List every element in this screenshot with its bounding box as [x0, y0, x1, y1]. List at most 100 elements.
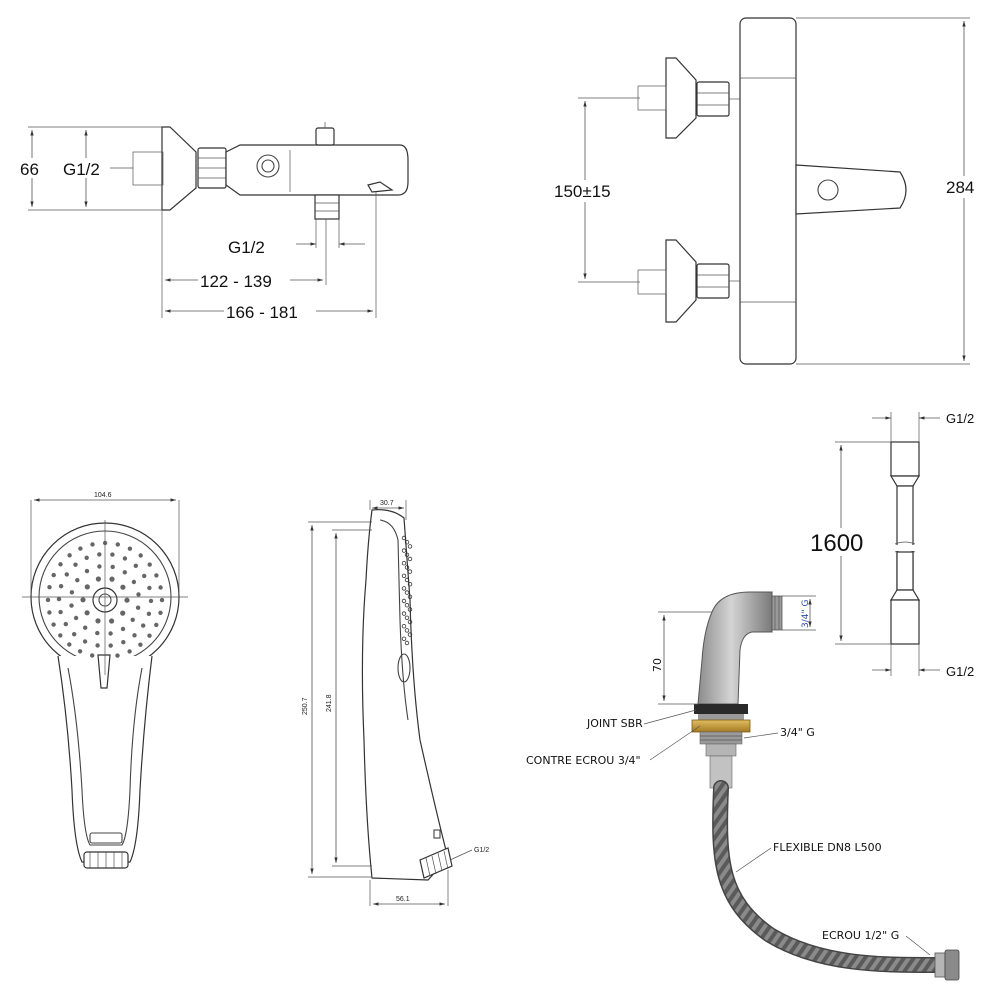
joint-sbr-label: JOINT SBR: [586, 717, 643, 730]
nozzle-dot: [133, 563, 138, 568]
side-nozzle-dot: [404, 552, 410, 557]
nozzle-dot: [58, 609, 63, 615]
nozzle-dot: [122, 556, 128, 561]
nozzle-dot: [90, 542, 95, 547]
nozzle-dot: [45, 597, 51, 603]
nozzle-dot: [127, 546, 133, 551]
side-nozzle-dot: [407, 619, 413, 625]
side-nozzle-dot: [404, 577, 410, 583]
nozzle-dot: [73, 562, 78, 567]
nozzle-dot: [47, 610, 52, 615]
shower-width-label: 104.6: [94, 492, 112, 499]
depth-range-1-label: 122 - 139: [200, 272, 272, 291]
nozzle-dot: [84, 568, 90, 574]
shower-depth-label: 30.7: [380, 500, 394, 507]
nozzle-dot: [120, 626, 126, 632]
nozzle-dot: [121, 640, 126, 645]
nozzle-dot: [75, 578, 80, 583]
nozzle-dot: [158, 585, 163, 590]
nozzle-dot: [67, 553, 72, 558]
side-nozzle-dot: [404, 565, 410, 570]
side-nozzle-dot: [401, 586, 407, 591]
ecrou-label: ECROU 1/2" G: [822, 929, 899, 942]
side-nozzle-dot: [401, 636, 407, 641]
nozzle-dot: [95, 643, 100, 648]
side-nozzle-dot: [404, 628, 410, 633]
side-nozzle-dot: [401, 573, 407, 578]
side-nozzle-dot: [407, 607, 413, 612]
nozzle-dot: [120, 584, 126, 590]
contre-ecrou-label: CONTRE ECROU 3/4": [526, 754, 641, 767]
nozzle-dot: [97, 564, 102, 569]
side-spray-nozzles: [401, 535, 413, 646]
nozzle-dot: [142, 573, 147, 579]
shower-head-front-view: 104.6: [22, 492, 188, 869]
shower-head-side-view: G1/2 30.7 250.7 241.8 56.1: [302, 500, 489, 906]
nozzle-dot: [58, 562, 63, 567]
side-nozzle-dot: [404, 640, 410, 646]
nozzle-dot: [47, 585, 52, 590]
nozzle-dot: [97, 552, 102, 557]
mixer-front-view: 150±15 284: [552, 17, 984, 365]
side-nozzle-dot: [407, 632, 413, 637]
side-nozzle-dot: [407, 544, 413, 549]
spout-outlet-thread-label: 3/4" G: [801, 600, 811, 628]
nozzle-dot: [95, 630, 100, 636]
spout-thread-label: 3/4" G: [780, 726, 815, 739]
nozzle-dot: [120, 610, 126, 616]
nozzle-dot: [135, 605, 141, 610]
nozzle-dot: [80, 597, 86, 603]
side-nozzle-dot: [407, 594, 413, 599]
nozzle-dot: [84, 610, 90, 616]
nozzle-dot: [115, 653, 120, 658]
side-nozzle-dot: [401, 561, 407, 566]
flexible-label: FLEXIBLE DN8 L500: [773, 841, 882, 854]
nozzle-dot: [77, 649, 83, 654]
side-nozzle-dot: [404, 540, 410, 545]
side-nozzle-dot: [404, 590, 410, 595]
nozzle-dot: [82, 639, 88, 644]
nozzle-dot: [147, 585, 152, 591]
nozzle-dot: [58, 633, 63, 638]
side-nozzle-dot: [404, 615, 410, 620]
shower-hose-view: G1/2 1600 G1/2: [808, 411, 974, 679]
nozzle-dot: [51, 572, 56, 578]
nozzle-dot: [158, 610, 163, 615]
thread-inlet-label: G1/2: [63, 160, 100, 179]
nozzle-dot: [63, 621, 68, 627]
nozzle-dot: [148, 598, 154, 604]
nozzle-dot: [122, 570, 128, 575]
mixer-height-label: 284: [946, 178, 974, 197]
thread-outlet-label: G1/2: [228, 238, 265, 257]
side-nozzle-dot: [401, 624, 407, 629]
nozzle-dot: [83, 625, 88, 630]
side-nozzle-dot: [401, 548, 407, 553]
nozzle-dot: [127, 649, 132, 654]
nozzle-dot: [154, 573, 159, 578]
nozzle-dot: [95, 576, 101, 582]
side-nozzle-dot: [401, 598, 407, 604]
nozzle-dot: [67, 642, 72, 647]
nozzle-dot: [95, 618, 101, 624]
nozzle-dot: [69, 603, 74, 608]
nozzle-dot: [159, 597, 165, 603]
nozzle-dot: [154, 622, 159, 628]
hose-thread-top-label: G1/2: [946, 411, 974, 426]
nozzle-dot: [130, 617, 135, 622]
nozzle-dot: [110, 564, 115, 570]
side-thread-label: G1/2: [474, 847, 489, 854]
nozzle-dot: [56, 596, 62, 602]
nozzle-dot: [72, 632, 77, 637]
spray-nozzles: [45, 540, 165, 658]
nozzle-dot: [146, 611, 152, 616]
nozzle-dot: [78, 546, 83, 551]
nozzle-dot: [51, 622, 56, 627]
shower-length-label: 250.7: [302, 697, 309, 715]
side-nozzle-dot: [404, 603, 410, 608]
hose-length-label: 1600: [810, 530, 863, 557]
nozzle-dot: [131, 579, 137, 585]
nozzle-dot: [69, 590, 75, 595]
nozzle-dot: [138, 642, 143, 647]
nozzle-dot: [84, 584, 90, 590]
